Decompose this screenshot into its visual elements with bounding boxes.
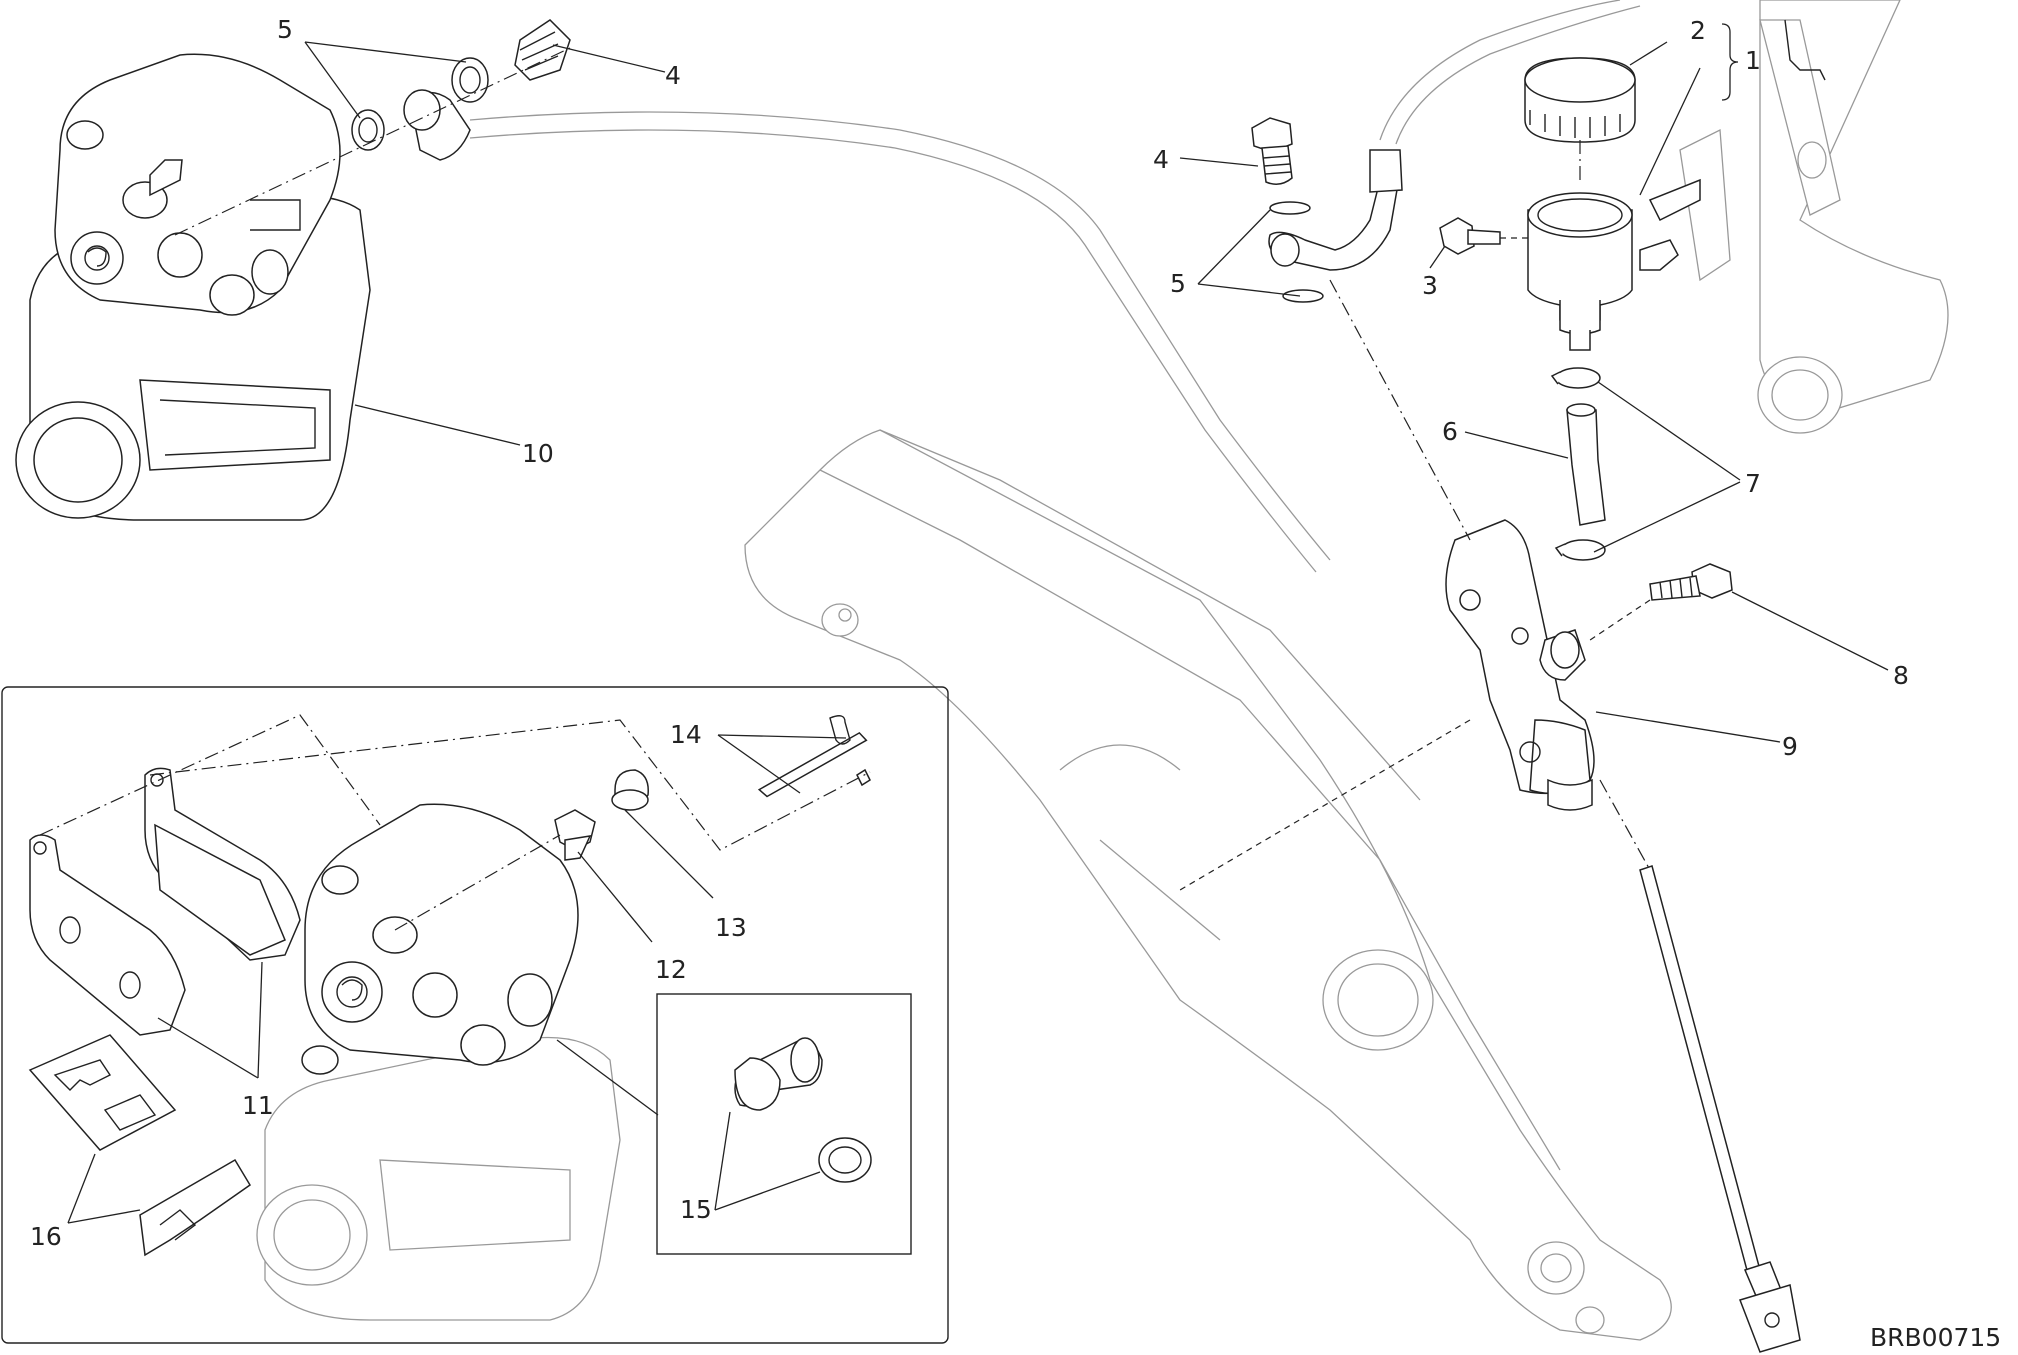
leader-lines: [67, 23, 1889, 1224]
inset-spring-16: [28, 1034, 252, 1257]
callout-11: 11: [242, 1091, 274, 1120]
callout-1: 1: [1745, 46, 1761, 75]
callout-2: 2: [1690, 16, 1706, 45]
reservoir: [1527, 192, 1633, 351]
callout-15: 15: [680, 1195, 712, 1224]
callout-9: 9: [1782, 732, 1798, 761]
inset-cap-13: [611, 769, 649, 811]
inset-caliper-bracket: [256, 1036, 621, 1321]
callout-10: 10: [522, 439, 554, 468]
caliper-body: [54, 53, 341, 316]
inset-pin-14: [757, 715, 871, 798]
caliper-axis-line: [174, 47, 571, 236]
master-mount-line: [1179, 719, 1471, 891]
brake-hose: [469, 0, 1641, 573]
frame-ghost: [1679, 0, 1949, 434]
clamp-7: [1550, 367, 1606, 561]
banjo-bolt-4-right: [1251, 117, 1293, 185]
callout-14: 14: [670, 720, 702, 749]
washers-5-right: [1269, 201, 1324, 303]
swingarm-ghost: [744, 429, 1672, 1341]
callout-4-top: 4: [665, 61, 681, 90]
callout-6: 6: [1442, 417, 1458, 446]
hose-6: [1566, 403, 1606, 526]
inset-caliper-body: [301, 803, 579, 1075]
reservoir-bracket: [1639, 178, 1701, 271]
callout-12: 12: [655, 955, 687, 984]
banjo-fitting-right: [1268, 149, 1403, 271]
banjo-fitting-top: [351, 19, 571, 161]
inset-bleeder-12: [554, 809, 596, 861]
inset-pads-11: [29, 767, 301, 1036]
pushrod: [1639, 865, 1801, 1353]
inset-detail-frame: [656, 993, 912, 1255]
callout-7: 7: [1745, 469, 1761, 498]
screw-3: [1439, 217, 1501, 255]
callout-5-top: 5: [277, 15, 293, 44]
callout-13: 13: [715, 913, 747, 942]
callout-16: 16: [30, 1222, 62, 1251]
bolt-8-line: [1589, 599, 1651, 641]
reservoir-cap: [1524, 57, 1636, 143]
callout-8: 8: [1893, 661, 1909, 690]
inset-dashed-lines: [39, 714, 871, 931]
inset-detail-15: [734, 1037, 872, 1183]
callout-5-right: 5: [1170, 269, 1186, 298]
callout-labels: 1 2 3 4 4 5 5 6 7 8 9 10 11 12 13 14 15 …: [30, 15, 1909, 1251]
bolt-8: [1649, 563, 1733, 601]
callout-4-right: 4: [1153, 145, 1169, 174]
diagram-code: BRB00715: [1870, 1323, 2001, 1352]
callout-3: 3: [1422, 271, 1438, 300]
master-cylinder-9: [1445, 519, 1595, 811]
master-axis-line: [1329, 279, 1651, 871]
inset-frame: [1, 686, 949, 1344]
